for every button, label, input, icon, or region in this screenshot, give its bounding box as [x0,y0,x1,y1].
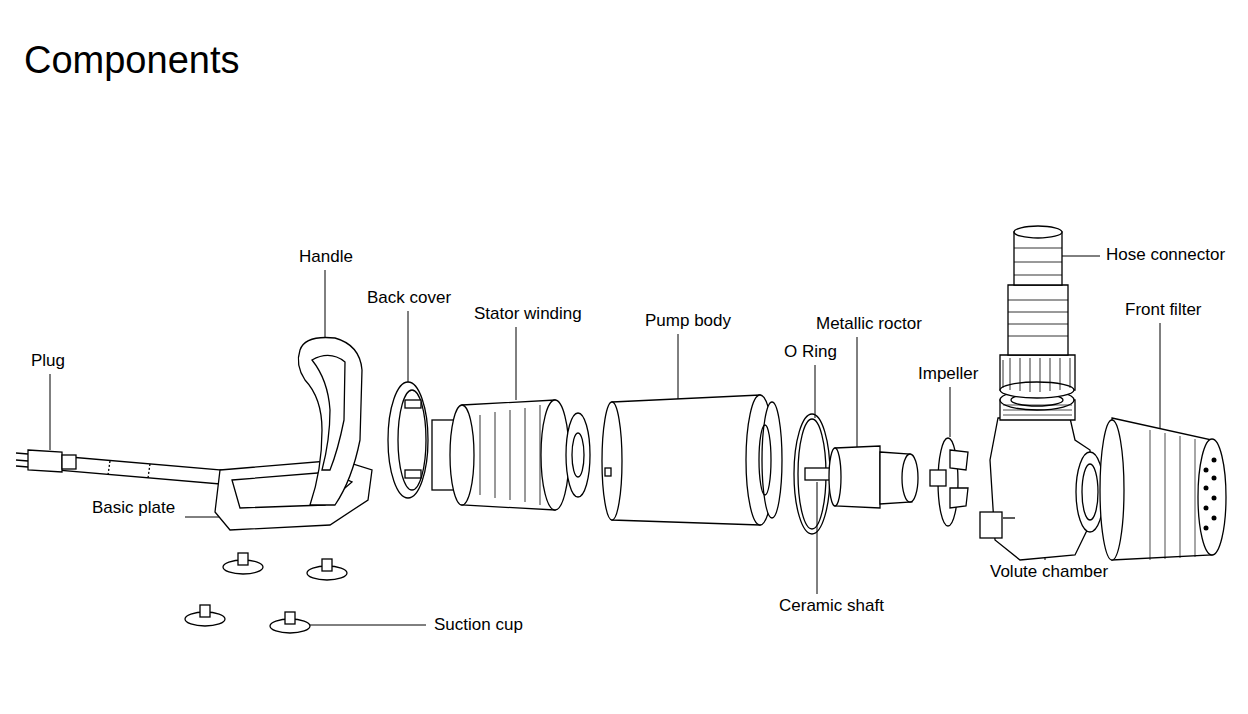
part-label: Front filter [1123,300,1204,320]
leader-lines-part [678,334,679,405]
suction-cups-part [285,612,295,624]
plug-part [56,456,222,484]
leader-lines-part [325,270,326,340]
pump-body [602,395,782,525]
impeller-part [930,470,946,486]
back-cover [388,382,428,498]
leader-lines-part [950,387,951,437]
plug [16,450,222,484]
plug-part [108,461,110,475]
back-cover-part [398,390,426,490]
part-label: Impeller [916,364,980,384]
leader-lines-part [1060,256,1100,257]
front-filter-part-part [1212,458,1217,463]
pump-body-part [762,402,782,518]
pump-body-part [605,468,611,476]
rotor-and-shaft-part [829,448,841,506]
front-filter-part-part [1212,496,1217,501]
part-label: Ceramic shaft [777,596,886,616]
handle-and-basic-plate-part [312,355,345,470]
impeller-part [950,488,968,508]
back-cover-part [405,400,421,408]
part-label: Back cover [365,288,453,308]
plug-part [16,460,28,461]
leader-lines-part [408,311,409,385]
stator-winding-part [541,400,569,510]
leader-lines-part [310,625,426,626]
leader-lines-part [516,327,517,400]
suction-cups-part [200,605,210,617]
hose-connector [1000,226,1075,398]
pump-body-part [602,402,622,520]
front-filter-part [1100,420,1124,560]
stator-winding-part [566,413,590,497]
volute-chamber-part [1082,464,1098,520]
front-filter-part [1204,458,1217,531]
diagram-title: Components [24,38,239,82]
front-filter-part [1112,418,1212,560]
plug-part [16,453,28,454]
volute-chamber-part [1003,517,1015,518]
back-cover-part [388,382,428,498]
handle-and-basic-plate [215,338,372,531]
pump-body-part [759,425,771,495]
part-label: Suction cup [432,615,525,635]
plug-part [16,466,28,467]
front-filter-part [1198,439,1226,555]
part-label: Plug [29,351,67,371]
hose-connector-part [1003,358,1070,392]
front-filter-part-part [1212,516,1217,521]
part-label: Metallic roctor [814,314,924,334]
plug-part [62,455,76,469]
volute-chamber-part [980,512,1002,538]
impeller [930,438,968,526]
leader-lines-part [817,482,818,594]
suction-cups [185,553,347,633]
front-filter-part-part [1204,526,1209,531]
hose-connector-part [1008,285,1068,355]
front-filter-part-part [1204,506,1209,511]
front-filter-part-part [1212,476,1217,481]
volute-chamber [980,390,1104,560]
leader-lines-part [1160,323,1161,438]
part-label: Pump body [643,311,733,331]
leader-lines [50,256,1160,625]
part-label: Volute chamber [988,562,1110,582]
back-cover-part [405,470,421,478]
part-label: Handle [297,247,355,267]
front-filter-part-part [1204,468,1209,473]
handle-and-basic-plate-part [298,338,362,506]
stator-winding-part [450,405,474,505]
plug-part [148,464,150,478]
part-label: Hose connector [1104,245,1227,265]
rotor-and-shaft-part [902,454,918,502]
plug-part [28,450,62,472]
impeller-part [950,450,968,470]
leader-lines-part [50,374,51,450]
volute-chamber-part [1003,405,1072,415]
part-label: Basic plate [90,498,177,518]
rotor-and-shaft-part [835,446,880,508]
part-label: Stator winding [472,304,584,324]
front-filter-part [1150,430,1195,560]
front-filter-part-part [1204,486,1209,491]
leader-lines-part [857,337,858,448]
leader-lines-part [815,365,816,418]
front-filter [1100,418,1226,560]
stator-winding-part [572,433,584,477]
hose-connector-part [1014,226,1062,238]
rotor-and-shaft [805,446,918,508]
pump-body-part [612,395,760,525]
hose-connector-part [1014,232,1062,285]
suction-cups-part [322,559,332,571]
hose-connector-part [1014,248,1062,275]
stator-winding [432,400,590,510]
stator-winding-part [480,405,540,505]
hose-connector-part [1008,300,1068,336]
part-label: O Ring [782,342,839,362]
hose-connector-part [1000,382,1074,398]
suction-cups-part [238,553,248,565]
